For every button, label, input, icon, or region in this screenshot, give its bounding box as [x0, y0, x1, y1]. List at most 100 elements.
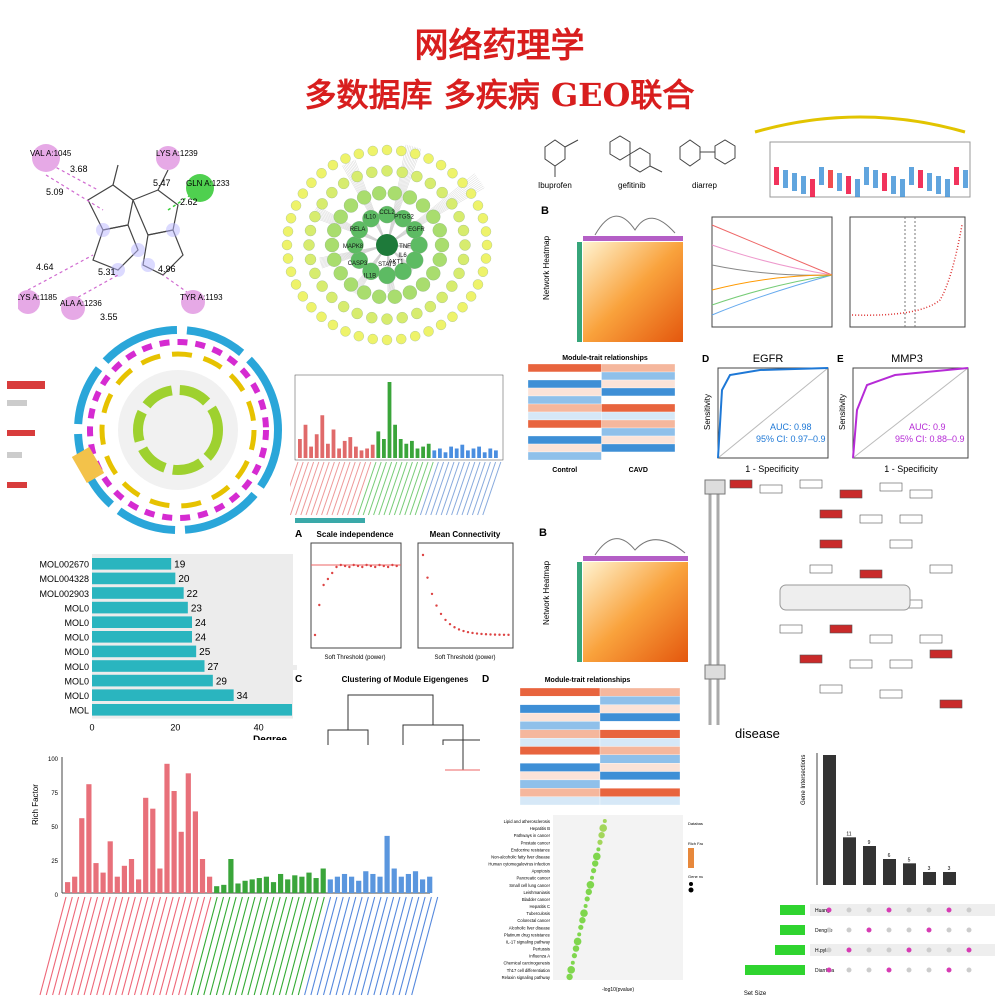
mtr-cell [527, 363, 602, 373]
ppi-node-label: IL1B [364, 273, 376, 279]
mtr-cell [599, 687, 681, 697]
scale-point [395, 564, 398, 568]
ppi-node [435, 159, 447, 171]
scale-point [386, 565, 390, 569]
connectivity-point [484, 633, 488, 636]
degree-bar-label: MOL0 [64, 691, 89, 701]
kegg-term-label: Pathways in cancer [514, 833, 551, 838]
intersection-count: 6 [888, 853, 891, 859]
ppi-node [306, 302, 317, 313]
ppi-node [426, 266, 441, 281]
go-bar [72, 876, 78, 893]
mtr-cell [519, 746, 601, 756]
ppi-node [381, 165, 393, 177]
connectivity-point [426, 576, 429, 579]
scale-point [331, 571, 334, 575]
set-dot [966, 947, 972, 953]
ppi-node [453, 267, 465, 280]
legend-title: Rich Factor [688, 841, 703, 846]
y-tick-label: 75 [51, 791, 58, 797]
ppi-node-label: EGFR [408, 227, 425, 233]
kegg-bar [443, 452, 448, 458]
box [783, 170, 788, 188]
kegg-bar [466, 450, 470, 458]
mtr-cell [519, 779, 601, 789]
intersection-bar [943, 872, 956, 885]
svg-text:Soft Threshold (power): Soft Threshold (power) [325, 655, 386, 661]
set-dot [926, 967, 932, 973]
box [891, 176, 896, 194]
intersection-count: 3 [948, 866, 951, 872]
svg-text:Network Heatmap: Network Heatmap [542, 235, 551, 300]
ppi-node [343, 277, 359, 292]
ppi-node [426, 209, 441, 224]
svg-text:5.31: 5.31 [98, 267, 116, 277]
ppi-node [327, 159, 339, 171]
set-dot [886, 967, 892, 973]
go-bar [242, 880, 248, 893]
kegg-bar [348, 437, 353, 458]
kegg-bar [426, 443, 431, 458]
kegg-bar [477, 446, 481, 458]
svg-text:Sensitivity: Sensitivity [703, 394, 712, 430]
degree-bar [92, 631, 192, 643]
degree-bar-value: 34 [237, 691, 249, 702]
degree-bar [92, 616, 192, 628]
svg-text:4.64: 4.64 [36, 262, 54, 272]
go-bar [150, 808, 156, 893]
svg-text:MMP3: MMP3 [891, 353, 923, 365]
ppi-node [327, 319, 339, 331]
ppi-node [410, 148, 421, 159]
set-dot [966, 907, 972, 913]
intersection-bar [863, 846, 876, 885]
degree-bar-label: MOL [69, 706, 89, 716]
ppi-node [338, 300, 350, 313]
mtr-cell [599, 754, 681, 764]
kegg-dot [567, 966, 575, 974]
set-size-bar [780, 925, 805, 935]
degree-bar-label: MOL0 [64, 618, 89, 628]
mtr-cell [599, 746, 681, 756]
scale-point [326, 577, 330, 581]
ppi-node [282, 226, 294, 237]
ppi-node [306, 177, 317, 188]
pathway-node [819, 509, 843, 519]
kegg-dot [599, 824, 607, 832]
box [927, 173, 932, 191]
scale-point [361, 565, 364, 569]
kegg-term-label: Human cytomegalovirus infection [488, 862, 550, 867]
degree-bar [92, 674, 213, 687]
pathway-node [929, 564, 953, 574]
kegg-dot [591, 868, 597, 874]
pathway-node [889, 659, 913, 669]
kegg-dot [584, 896, 590, 902]
scale-point [378, 563, 381, 567]
mtr-cell [527, 371, 602, 381]
box [828, 170, 833, 188]
residue-label: GLN A:1233 [186, 179, 230, 188]
kegg-term-label: Prostate cancer [521, 840, 551, 845]
scale-point [339, 563, 342, 567]
ppi-node [396, 333, 407, 345]
mtr-cell [599, 771, 681, 781]
ppi-node [436, 186, 448, 199]
set-dot [866, 947, 872, 953]
kegg-bar [331, 429, 336, 458]
pathway-node [779, 624, 803, 634]
mtr-cell [527, 379, 602, 389]
go-bar [199, 859, 206, 893]
mtr-cell [527, 403, 602, 413]
mtr-cell [601, 427, 676, 437]
ppi-node [446, 280, 458, 292]
y-tick-label: 50 [51, 825, 58, 831]
degree-bar-value: 22 [187, 589, 199, 600]
svg-text:Network Heatmap: Network Heatmap [542, 560, 551, 625]
mtr-cell [599, 721, 681, 730]
svg-text:Scale independence: Scale independence [317, 530, 394, 539]
kegg-bar [376, 431, 381, 458]
kegg-dot [577, 932, 582, 937]
box [774, 167, 779, 185]
set-label: Diarrhea [815, 968, 834, 974]
set-size-bar [775, 945, 805, 955]
